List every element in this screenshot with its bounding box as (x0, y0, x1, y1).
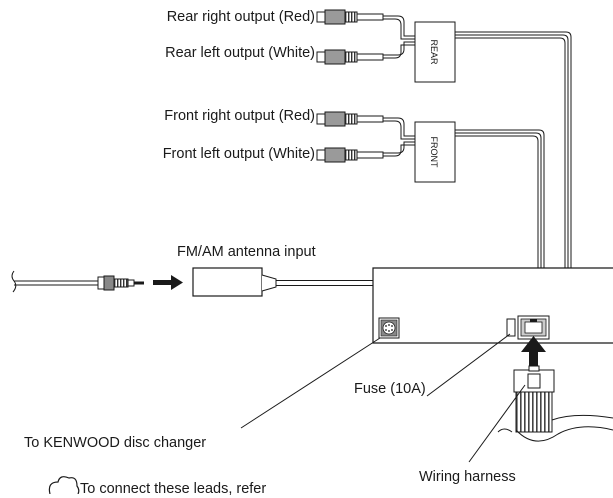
disc-changer-leader (240, 337, 381, 429)
cloud-icon (48, 476, 80, 494)
disc-changer-port (378, 317, 400, 339)
front-box-text: FRONT (429, 137, 439, 168)
arrow-right-icon (153, 275, 183, 290)
harness-leader (468, 384, 526, 463)
front-left-output-label: Front left output (White) (162, 146, 315, 162)
fuse-leader (426, 333, 511, 397)
harness-socket (517, 315, 550, 340)
fuse (506, 318, 516, 337)
antenna-plug (97, 275, 144, 291)
rear-left-output-label: Rear left output (White) (165, 45, 315, 61)
arrow-up-icon (521, 336, 546, 367)
rear-right-output-label: Rear right output (Red) (166, 9, 315, 25)
head-unit (372, 267, 613, 344)
rear-label-box (414, 21, 456, 83)
front-left-rca-plug (316, 147, 384, 163)
front-rca-group: FRONT (316, 111, 548, 283)
antenna-input-connector (192, 267, 373, 297)
rear-left-rca-plug (316, 49, 384, 65)
rear-rca-group: REAR (316, 9, 575, 283)
antenna-input-label: FM/AM antenna input (177, 244, 316, 260)
note-text: To connect these leads, refer (80, 481, 267, 497)
wiring-harness-plug (497, 365, 613, 442)
front-right-rca-plug (316, 111, 384, 127)
wiring-harness-label: Wiring harness (419, 469, 516, 485)
disc-changer-label: To KENWOOD disc changer (24, 435, 207, 451)
front-right-output-label: Front right output (Red) (164, 108, 315, 124)
fuse-label: Fuse (10A) (354, 381, 426, 397)
rear-right-rca-plug (316, 9, 384, 25)
rear-box-text: REAR (429, 39, 439, 65)
antenna-cable (11, 270, 144, 293)
front-label-box (414, 121, 456, 183)
